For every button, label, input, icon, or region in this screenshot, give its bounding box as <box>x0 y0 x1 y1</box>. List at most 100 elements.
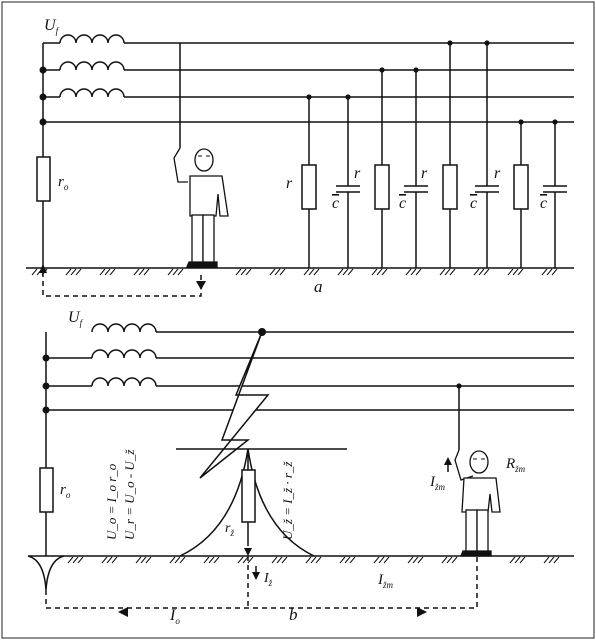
label-source-voltage-a: Uf <box>44 17 60 36</box>
arrow-down-fault-resistor <box>244 548 252 556</box>
ground-hatch-mark <box>405 268 412 276</box>
neutral-resistor-a <box>36 156 51 202</box>
coil-phase-2-a <box>59 61 125 71</box>
line-resistor-4-a <box>513 164 529 210</box>
coil-phase-1-b <box>91 323 157 333</box>
ground-hatch-mark <box>342 268 349 276</box>
ground-hatch-mark <box>507 268 514 276</box>
arrow-up-izm <box>444 457 452 465</box>
return-current-path-b <box>45 556 478 609</box>
ground-hatch-mark <box>376 268 383 276</box>
ground-hatch-mark <box>41 268 48 276</box>
ground-hatch-mark <box>104 268 111 276</box>
ground-hatch-mark <box>417 556 424 564</box>
ground-hatch-mark <box>308 268 315 276</box>
label-fault-resistance: rž <box>225 521 234 538</box>
person-figure-b <box>454 449 501 557</box>
label-r-2-a: r <box>354 165 361 182</box>
ground-hatch-mark <box>449 268 456 276</box>
person-figure-a <box>173 147 229 268</box>
ground-hatch-mark <box>145 556 152 564</box>
ground-hatch-mark <box>240 268 247 276</box>
ground-hatch-mark <box>381 268 388 276</box>
ground-hatch-mark <box>305 556 312 564</box>
capacitors-a <box>336 185 567 193</box>
ground-hatch-mark <box>36 268 43 276</box>
ground-hatch-mark <box>179 556 186 564</box>
ground-hatch-mark <box>111 556 118 564</box>
ground-hatch-mark <box>106 556 113 564</box>
ground-hatch-mark <box>344 556 351 564</box>
equation-neutral-voltage: U_o = I_o r_o <box>104 463 119 540</box>
ground-hatch-mark <box>551 268 558 276</box>
arrow-down-person-a <box>196 281 206 290</box>
ground-hatch-mark <box>274 268 281 276</box>
ground-hatch-mark <box>245 268 252 276</box>
label-c-1-a: c <box>332 195 339 212</box>
ground-hatch-mark <box>415 268 422 276</box>
ground-hatch-mark <box>519 556 526 564</box>
ground-hatch-mark <box>281 556 288 564</box>
line-resistor-2-a <box>374 164 390 210</box>
ground-hatch-mark <box>269 268 276 276</box>
ground-hatch-mark <box>109 268 116 276</box>
ground-hatch-mark <box>172 268 179 276</box>
ground-hatch-mark <box>138 268 145 276</box>
junction-dots-a <box>39 40 558 126</box>
ground-hatch-mark <box>407 556 414 564</box>
ground-hatch-mark <box>548 556 555 564</box>
ground-hatching-b <box>67 556 560 564</box>
ground-hatch-mark <box>99 268 106 276</box>
panel-label-b: b <box>289 605 298 624</box>
ground-hatch-mark <box>279 268 286 276</box>
ground-hatch-mark <box>514 556 521 564</box>
line-resistor-3-a <box>442 164 458 210</box>
ground-hatch-mark <box>439 268 446 276</box>
label-r-4-a: r <box>494 165 501 182</box>
label-c-3-a: c <box>470 195 477 212</box>
ground-hatch-mark <box>133 268 140 276</box>
ground-hatch-mark <box>75 268 82 276</box>
panel-label-a: a <box>314 277 323 296</box>
ground-hatch-mark <box>546 268 553 276</box>
label-person-resistance: Ržm <box>505 456 526 474</box>
ground-hatch-mark <box>247 556 254 564</box>
ground-hatch-mark <box>174 556 181 564</box>
arrow-left-io <box>118 607 128 617</box>
ground-hatch-mark <box>237 556 244 564</box>
neutral-resistor-b <box>39 467 54 513</box>
ground-hatch-mark <box>373 556 380 564</box>
ground-hatch-mark <box>101 556 108 564</box>
ground-hatch-mark <box>143 268 150 276</box>
label-person-current: Ižm <box>429 474 446 492</box>
equation-fault-voltage: U_ž = I_ž · r_ž <box>280 461 295 540</box>
coil-phase-1-a <box>59 34 125 44</box>
coil-phase-3-b <box>91 377 157 387</box>
ground-hatch-mark <box>235 268 242 276</box>
ground-hatch-mark <box>371 268 378 276</box>
ground-hatch-mark <box>451 556 458 564</box>
label-c-4-a: c <box>540 195 547 212</box>
ground-hatch-mark <box>70 268 77 276</box>
arrow-right-izm <box>417 607 427 617</box>
ground-hatch-mark <box>517 268 524 276</box>
ground-hatch-mark <box>337 268 344 276</box>
equation-person-voltage: U_r = U_o - U_ž <box>122 449 137 540</box>
line-resistor-1-a <box>301 164 317 210</box>
coil-phase-2-b <box>91 349 157 359</box>
ground-hatch-mark <box>410 268 417 276</box>
label-neutral-resistance-a: ro <box>58 174 69 192</box>
label-return-current-io: Io <box>169 607 180 626</box>
ground-hatching-a <box>31 268 558 276</box>
ground-hatch-mark <box>177 268 184 276</box>
ground-hatch-mark <box>72 556 79 564</box>
ground-hatch-mark <box>347 268 354 276</box>
fault-resistor <box>241 469 256 523</box>
ground-hatch-mark <box>67 556 74 564</box>
ground-hatch-mark <box>441 556 448 564</box>
ground-hatch-mark <box>65 268 72 276</box>
ground-hatch-mark <box>512 268 519 276</box>
ground-hatch-mark <box>412 556 419 564</box>
label-r-3-a: r <box>421 165 428 182</box>
